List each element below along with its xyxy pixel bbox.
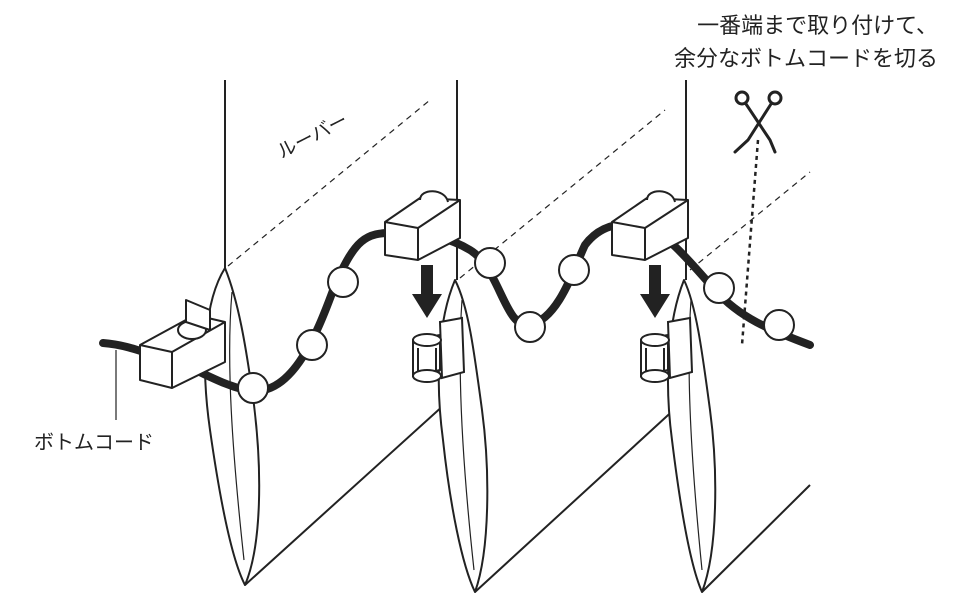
- instruction-line-2: 余分なボトムコードを切る: [673, 47, 938, 72]
- scissors-icon: [733, 90, 783, 154]
- cord-clip-3: [611, 190, 689, 261]
- cord-bead: [296, 329, 328, 361]
- down-arrow-icon: [640, 265, 670, 318]
- louver-weight-2: [412, 316, 466, 383]
- down-arrow-icon: [412, 265, 442, 318]
- cord-bead: [237, 372, 269, 404]
- cord-bead: [763, 309, 795, 341]
- cut-line: [740, 139, 760, 346]
- instruction-text: 一番端まで取り付けて、 余分なボトムコードを切る: [674, 10, 938, 76]
- louver-panel-1: [204, 80, 456, 586]
- louver-weight-3: [640, 316, 694, 383]
- cord-bead: [514, 311, 546, 343]
- instruction-line-1: 一番端まで取り付けて、: [697, 14, 938, 39]
- cord-bead: [327, 266, 359, 298]
- cord-clip-2: [384, 190, 461, 261]
- cord-beads: [237, 247, 795, 404]
- cord-clip-1: [139, 299, 226, 389]
- cord-bead: [474, 247, 506, 279]
- cord-bead: [558, 254, 590, 286]
- bottom-cord-label: ボトムコード: [34, 430, 154, 454]
- cord-bead: [703, 272, 735, 304]
